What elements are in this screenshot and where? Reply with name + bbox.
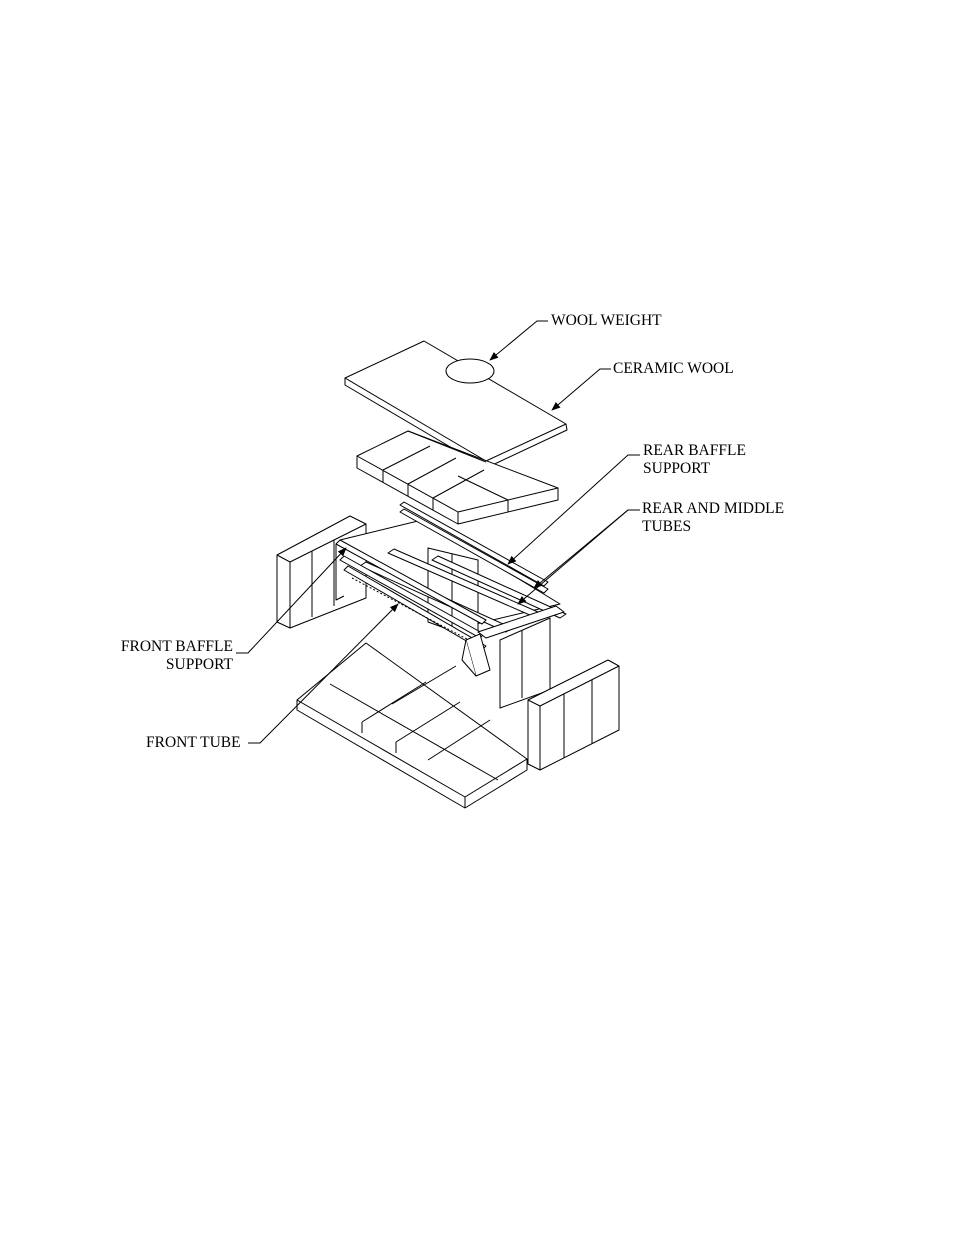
label-wool-weight: WOOL WEIGHT xyxy=(551,312,662,330)
label-front-baffle-support-line1: FRONT BAFFLE xyxy=(121,638,233,656)
label-front-baffle-support: FRONT BAFFLE SUPPORT xyxy=(121,638,233,674)
leader-rear-baffle-support xyxy=(508,455,640,564)
label-rear-and-middle-tubes-line2: TUBES xyxy=(642,518,784,536)
leader-ceramic-wool xyxy=(552,369,611,410)
label-rear-baffle-support: REAR BAFFLE SUPPORT xyxy=(643,442,746,478)
label-wool-weight-text: WOOL WEIGHT xyxy=(551,312,662,330)
leader-wool-weight xyxy=(490,321,548,360)
label-rear-baffle-support-line1: REAR BAFFLE xyxy=(643,442,746,460)
label-front-baffle-support-line2: SUPPORT xyxy=(121,656,233,674)
label-ceramic-wool-text: CERAMIC WOOL xyxy=(613,360,734,378)
label-front-tube-text: FRONT TUBE xyxy=(146,734,241,752)
label-front-tube: FRONT TUBE xyxy=(146,734,241,752)
label-rear-and-middle-tubes-line1: REAR AND MIDDLE xyxy=(642,500,784,518)
wool-weight xyxy=(446,359,494,383)
label-rear-and-middle-tubes: REAR AND MIDDLE TUBES xyxy=(642,500,784,536)
floor-bricks xyxy=(297,643,527,808)
leader-rear-middle-tube-2 xyxy=(534,510,628,588)
label-ceramic-wool: CERAMIC WOOL xyxy=(613,360,734,378)
label-rear-baffle-support-line2: SUPPORT xyxy=(643,460,746,478)
